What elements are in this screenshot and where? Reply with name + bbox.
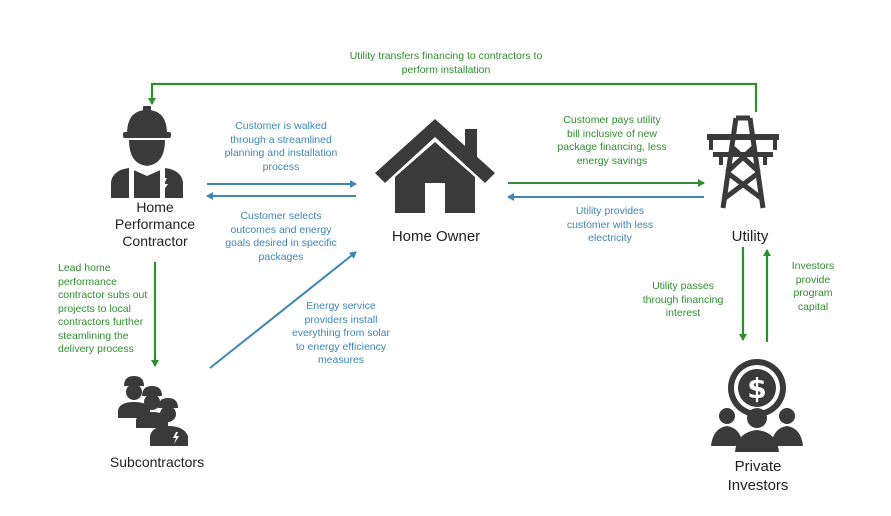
workers-group-icon [118,376,188,446]
note-utility-provides-customer: Utility provides customer with less elec… [566,205,654,244]
worker-icon [111,106,183,198]
contractor-label: Home Performance Contractor [114,199,196,249]
investors-dollar-icon: $ [711,359,803,452]
subcontractors-label: Subcontractors [109,454,205,470]
note-investors-provide-capital: Investors provide program capital [791,260,835,313]
note-energy-service-providers: Energy service providers install everyth… [291,300,391,366]
note-lead-contractor-subs-out: Lead home performance contractor subs ou… [58,262,148,355]
note-utility-passes-interest: Utility passes through financing interes… [642,280,724,319]
note-utility-transfers-financing: Utility transfers financing to contracto… [349,50,543,76]
arrow-subcontractors-to-homeowner [209,251,357,369]
investors-label: Private Investors [727,458,789,494]
utility-label: Utility [731,228,769,245]
power-tower-icon [707,115,779,209]
home-owner-label: Home Owner [391,228,481,245]
note-customer-pays-utility: Customer pays utility bill inclusive of … [557,114,667,167]
note-customer-walked-through: Customer is walked through a streamlined… [224,120,338,173]
arrow-utility-to-contractor [148,82,758,112]
note-customer-selects-outcomes: Customer selects outcomes and energy goa… [225,210,337,263]
house-icon [375,119,495,213]
svg-text:$: $ [747,372,766,405]
